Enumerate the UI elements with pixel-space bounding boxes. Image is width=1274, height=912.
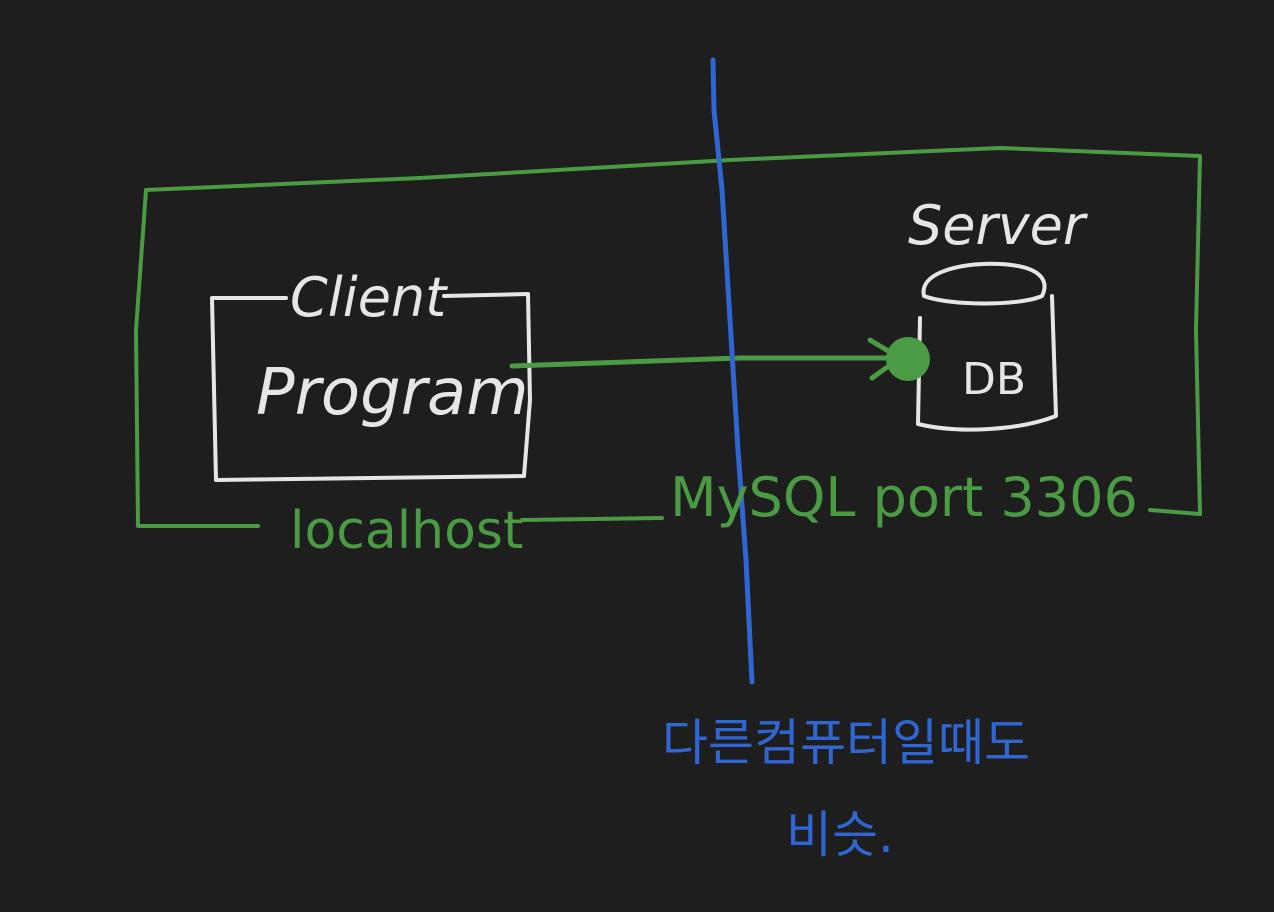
- db-cylinder-body: [916, 294, 1058, 432]
- server-label: Server: [908, 194, 1088, 257]
- note-line-1: 다른컴퓨터일때도: [662, 714, 1030, 772]
- computer-separator-line: [710, 57, 755, 685]
- port-label: MySQL port 3306: [670, 466, 1138, 529]
- db-label: DB: [962, 354, 1026, 405]
- localhost-label: localhost: [290, 501, 523, 561]
- client-program-box: [210, 292, 532, 482]
- localhost-boundary: [134, 146, 1202, 528]
- program-label: Program: [256, 356, 529, 430]
- localhost-boundary-bottom-segment: [520, 516, 664, 522]
- port-endpoint-dot: [886, 337, 930, 381]
- connection-arrow-line: [509, 355, 901, 369]
- note-line-2: 비슷.: [786, 806, 894, 864]
- db-cylinder-top: [921, 261, 1047, 306]
- client-label: Client: [290, 266, 448, 329]
